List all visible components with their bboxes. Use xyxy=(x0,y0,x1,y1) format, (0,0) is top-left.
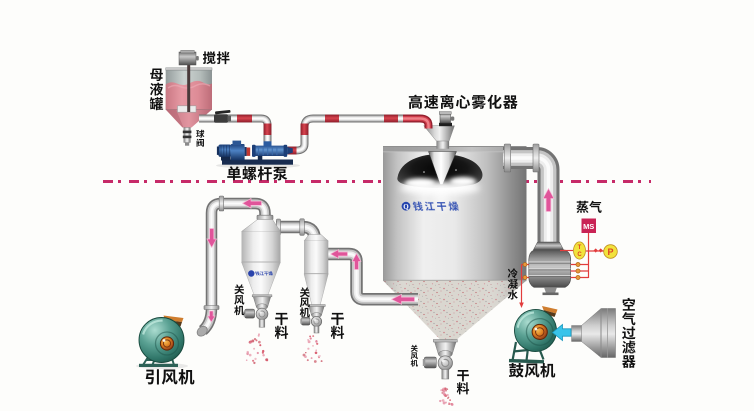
svg-text:Q: Q xyxy=(403,203,409,211)
svg-text:P: P xyxy=(607,247,613,257)
svg-text:MS: MS xyxy=(583,222,594,231)
svg-text:C: C xyxy=(577,252,582,258)
svg-text:T: T xyxy=(578,245,582,251)
